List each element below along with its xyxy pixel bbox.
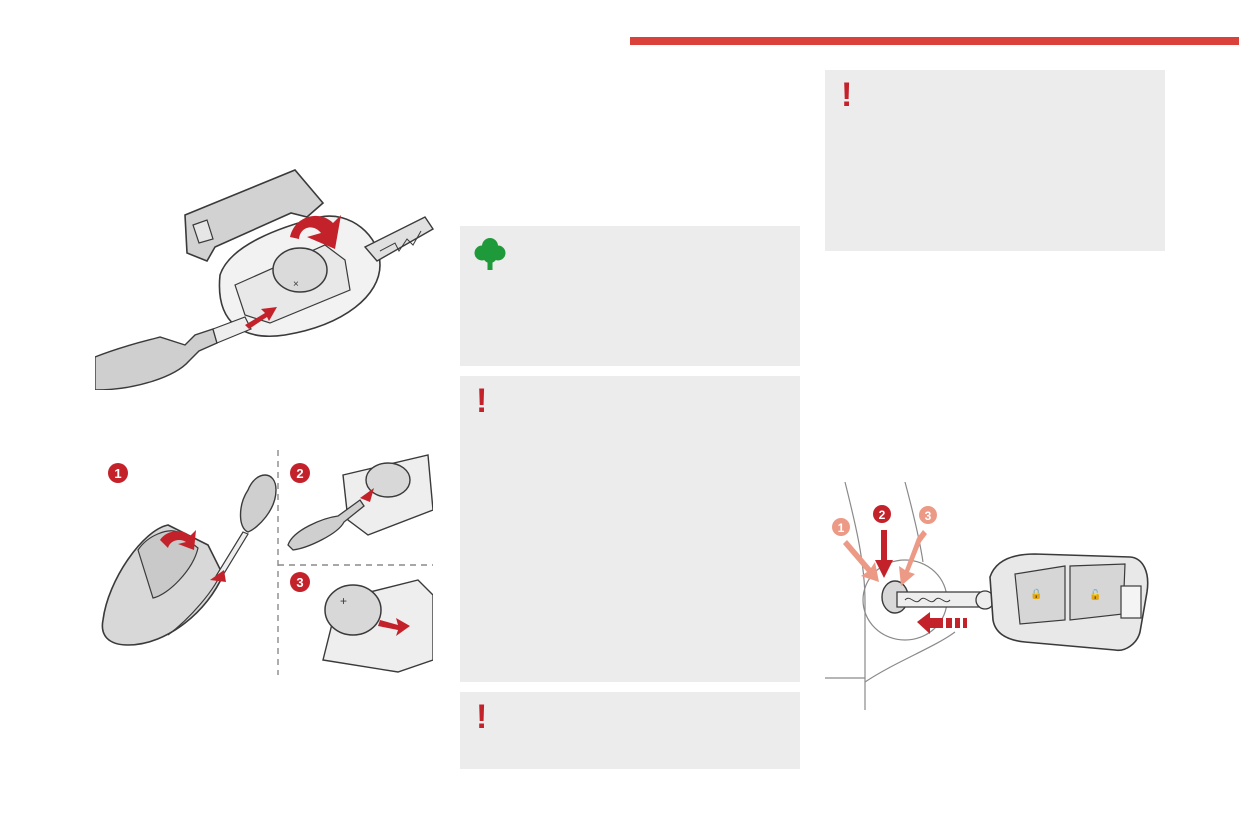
exclamation-warning-icon: ! bbox=[476, 382, 488, 420]
svg-text:3: 3 bbox=[925, 509, 932, 523]
key-ignition-insertion-illustration: 🔒 🔓 1 2 3 bbox=[825, 482, 1155, 710]
step-badge-1: 1 bbox=[108, 463, 128, 483]
svg-text:3: 3 bbox=[296, 575, 303, 590]
eco-note-panel bbox=[460, 226, 800, 366]
step-badge-2: 2 bbox=[290, 463, 310, 483]
header-red-rule bbox=[630, 37, 1239, 45]
exclamation-warning-icon: ! bbox=[841, 76, 853, 114]
warning-panel-1: ! bbox=[460, 376, 800, 682]
step-badge-3: 3 bbox=[290, 572, 310, 592]
warning-panel-2: ! bbox=[460, 692, 800, 769]
svg-text:1: 1 bbox=[114, 466, 121, 481]
svg-text:×: × bbox=[293, 279, 299, 290]
svg-text:2: 2 bbox=[879, 508, 886, 522]
eco-tree-icon bbox=[474, 236, 506, 277]
svg-text:🔒: 🔒 bbox=[1030, 588, 1042, 600]
battery-replacement-steps-illustration: 1 2 3 + bbox=[98, 450, 433, 675]
svg-text:1: 1 bbox=[838, 521, 845, 535]
key-cover-removal-illustration: × bbox=[95, 165, 440, 390]
ignition-step-badge-3: 3 bbox=[919, 506, 937, 524]
svg-text:+: + bbox=[340, 594, 347, 608]
svg-text:🔓: 🔓 bbox=[1089, 588, 1101, 601]
exclamation-warning-icon: ! bbox=[476, 698, 488, 736]
svg-text:2: 2 bbox=[296, 466, 303, 481]
ignition-step-badge-1: 1 bbox=[832, 518, 850, 536]
warning-panel-3: ! bbox=[825, 70, 1165, 251]
ignition-step-badge-2: 2 bbox=[873, 505, 891, 523]
